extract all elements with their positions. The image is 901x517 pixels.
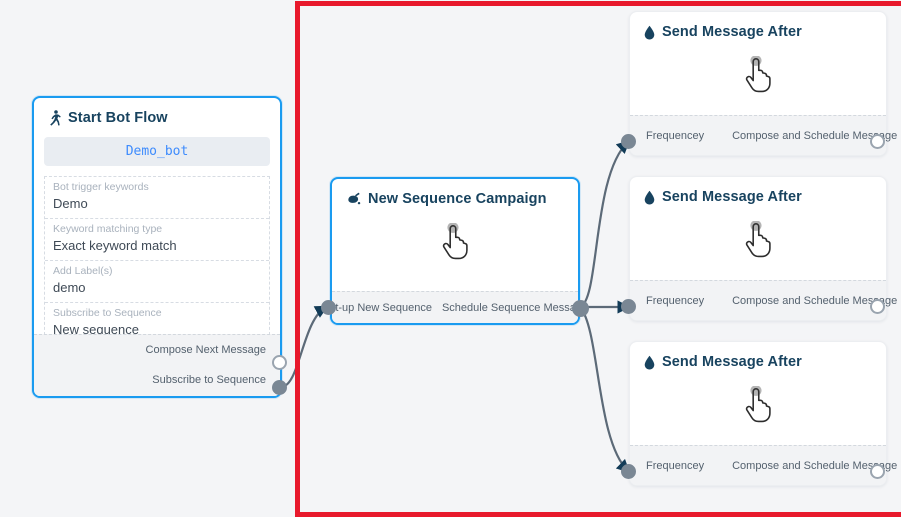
water-drop-icon (644, 355, 655, 370)
bot-chip-demo-bot[interactable]: Demo_bot (44, 137, 270, 166)
field-add-labels[interactable]: Add Label(s) demo (45, 261, 269, 303)
node-footer-1: Frequencey Compose and Schedule Message (630, 115, 897, 156)
hand-pointer-icon (745, 56, 771, 93)
node-send-message-after-2[interactable]: Send Message After Frequencey Compose an… (629, 176, 897, 321)
field-list: Bot trigger keywords Demo Keyword matchi… (44, 176, 270, 345)
running-person-icon (48, 110, 61, 126)
hand-pointer-icon (442, 223, 468, 260)
port-knob-schedule-sequence-message[interactable] (572, 300, 589, 317)
field-value: Demo (53, 196, 88, 211)
port-label: Compose Next Message (145, 344, 266, 356)
node-title-new-sequence-campaign: New Sequence Campaign (332, 179, 578, 211)
port-row-sequence[interactable]: Set-up New Sequence Schedule Sequence Me… (322, 292, 588, 324)
field-value: demo (53, 280, 86, 295)
field-bot-trigger-keywords[interactable]: Bot trigger keywords Demo (45, 177, 269, 219)
water-drop-icon (644, 190, 655, 205)
node-start-bot-flow[interactable]: Start Bot Flow Demo_bot Bot trigger keyw… (32, 96, 282, 398)
inkwell-icon (346, 192, 361, 207)
field-label: Bot trigger keywords (53, 181, 149, 193)
node-title-text: Send Message After (662, 24, 802, 40)
port-row-1[interactable]: Frequencey Compose and Schedule Message (630, 116, 897, 156)
port-knob-subscribe-to-sequence[interactable] (272, 380, 287, 395)
node-title-send-message-after-3: Send Message After (630, 342, 886, 374)
node-title-text: New Sequence Campaign (368, 191, 547, 207)
field-keyword-matching-type[interactable]: Keyword matching type Exact keyword matc… (45, 219, 269, 261)
port-row-2[interactable]: Frequencey Compose and Schedule Message (630, 281, 897, 321)
node-footer-3: Frequencey Compose and Schedule Message (630, 445, 897, 486)
port-label-compose-and-schedule-message: Compose and Schedule Message (732, 130, 898, 142)
edge-sequence-to-card-1 (579, 140, 630, 309)
field-value: Exact keyword match (53, 238, 177, 253)
water-drop-icon (644, 25, 655, 40)
port-label-schedule-sequence-message: Schedule Sequence Message (441, 302, 589, 314)
node-new-sequence-campaign[interactable]: New Sequence Campaign Set-up New Sequenc… (322, 177, 588, 325)
field-label: Add Label(s) (53, 265, 113, 277)
edge-start-to-sequence (280, 305, 329, 389)
node-cursor-zone-sequence (332, 211, 578, 273)
node-title-send-message-after-1: Send Message After (630, 12, 886, 44)
port-label-compose-and-schedule-message: Compose and Schedule Message (732, 295, 898, 307)
node-footer-new-sequence-campaign: Set-up New Sequence Schedule Sequence Me… (322, 291, 588, 324)
port-knob-setup-new-sequence[interactable] (321, 300, 336, 315)
field-label: Keyword matching type (53, 223, 163, 235)
node-title-text: Start Bot Flow (68, 110, 168, 126)
port-label: Subscribe to Sequence (152, 374, 266, 386)
port-knob-compose-and-schedule-message-1[interactable] (870, 134, 885, 149)
port-row-compose-next-message[interactable]: Compose Next Message (34, 335, 280, 365)
port-label-compose-and-schedule-message: Compose and Schedule Message (732, 460, 898, 472)
edge-sequence-to-card-3 (579, 306, 630, 473)
node-send-message-after-1[interactable]: Send Message After Frequencey Compose an… (629, 11, 897, 156)
port-knob-frequencey-1[interactable] (621, 134, 636, 149)
node-title-start-bot-flow: Start Bot Flow (34, 98, 280, 130)
node-title-send-message-after-2: Send Message After (630, 177, 886, 209)
port-knob-compose-next-message[interactable] (272, 355, 287, 370)
field-value: New sequence (53, 322, 139, 337)
node-cursor-zone-3 (630, 374, 886, 436)
hand-pointer-icon (745, 386, 771, 423)
port-label-setup-new-sequence: Set-up New Sequence (321, 302, 432, 314)
port-knob-compose-and-schedule-message-3[interactable] (870, 464, 885, 479)
port-row-subscribe-to-sequence[interactable]: Subscribe to Sequence (34, 365, 280, 395)
node-footer-start-bot-flow: Compose Next Message Subscribe to Sequen… (34, 334, 280, 396)
node-cursor-zone-2 (630, 209, 886, 271)
port-label-frequencey: Frequencey (646, 295, 705, 307)
hand-pointer-icon (745, 221, 771, 258)
port-label-frequencey: Frequencey (646, 130, 705, 142)
port-knob-frequencey-2[interactable] (621, 299, 636, 314)
field-label: Subscribe to Sequence (53, 307, 162, 319)
port-row-3[interactable]: Frequencey Compose and Schedule Message (630, 446, 897, 486)
node-footer-2: Frequencey Compose and Schedule Message (630, 280, 897, 321)
node-title-text: Send Message After (662, 189, 802, 205)
node-send-message-after-3[interactable]: Send Message After Frequencey Compose an… (629, 341, 897, 486)
port-label-frequencey: Frequencey (646, 460, 705, 472)
port-knob-frequencey-3[interactable] (621, 464, 636, 479)
node-cursor-zone-1 (630, 44, 886, 106)
node-title-text: Send Message After (662, 354, 802, 370)
port-knob-compose-and-schedule-message-2[interactable] (870, 299, 885, 314)
